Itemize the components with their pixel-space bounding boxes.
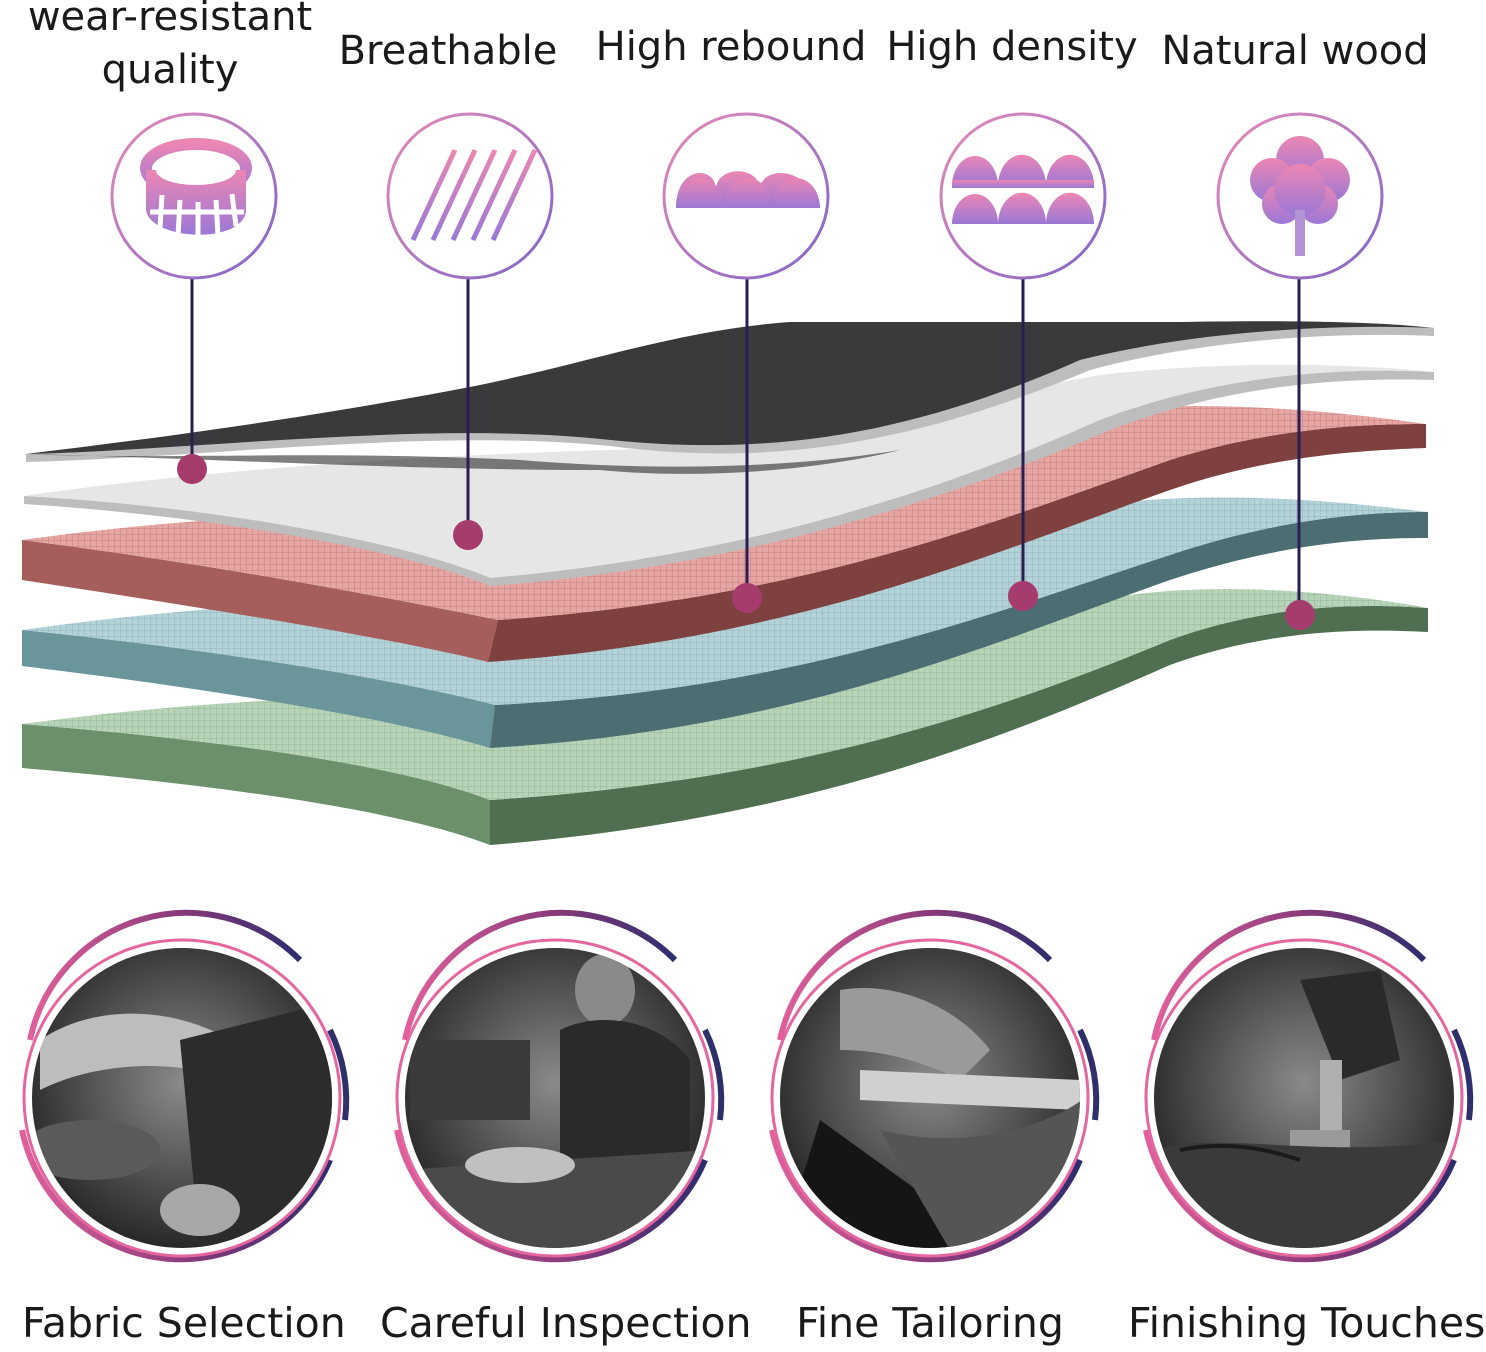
connector-dot — [1008, 581, 1038, 611]
connector-dot — [177, 454, 207, 484]
process-label-fabric-selection: Fabric Selection — [22, 1299, 346, 1347]
tree-icon — [1216, 112, 1384, 280]
mesh-grid-icon — [386, 112, 554, 280]
process-circle-fabric-selection — [19, 909, 350, 1263]
double-foam-bumps-icon — [939, 112, 1107, 280]
process-label-fine-tailoring: Fine Tailoring — [796, 1299, 1064, 1347]
hands-holding-leather-photo — [32, 948, 332, 1248]
feature-label-high-rebound: High rebound — [595, 24, 867, 70]
process-circle-finishing-touches — [1143, 909, 1474, 1263]
cutting-tool-photo — [780, 948, 1080, 1248]
connector-dot — [1285, 600, 1315, 630]
connector-lines — [190, 278, 1301, 614]
green-layer — [22, 588, 1428, 845]
feature-label-wear-resistant: wear-resistant quality — [20, 0, 320, 95]
worker-inspecting-photo — [405, 948, 705, 1248]
wear-resistant-ring-icon — [110, 112, 278, 280]
process-label-careful-inspection: Careful Inspection — [380, 1299, 752, 1347]
foam-bumps-icon — [662, 112, 830, 280]
process-circle-fine-tailoring — [769, 909, 1100, 1263]
top-black-layer — [26, 321, 1434, 474]
feature-label-line2: quality — [101, 47, 239, 93]
feature-label-natural-wood: Natural wood — [1161, 28, 1429, 74]
connector-dot — [453, 520, 483, 550]
feature-label-breathable: Breathable — [338, 28, 558, 74]
process-circle-careful-inspection — [394, 909, 725, 1263]
process-label-finishing-touches: Finishing Touches — [1128, 1299, 1486, 1347]
sewing-machine-photo — [1154, 948, 1454, 1248]
feature-label-high-density: High density — [886, 24, 1138, 70]
connector-dot — [732, 583, 762, 613]
feature-label-line1: wear-resistant — [27, 0, 313, 40]
